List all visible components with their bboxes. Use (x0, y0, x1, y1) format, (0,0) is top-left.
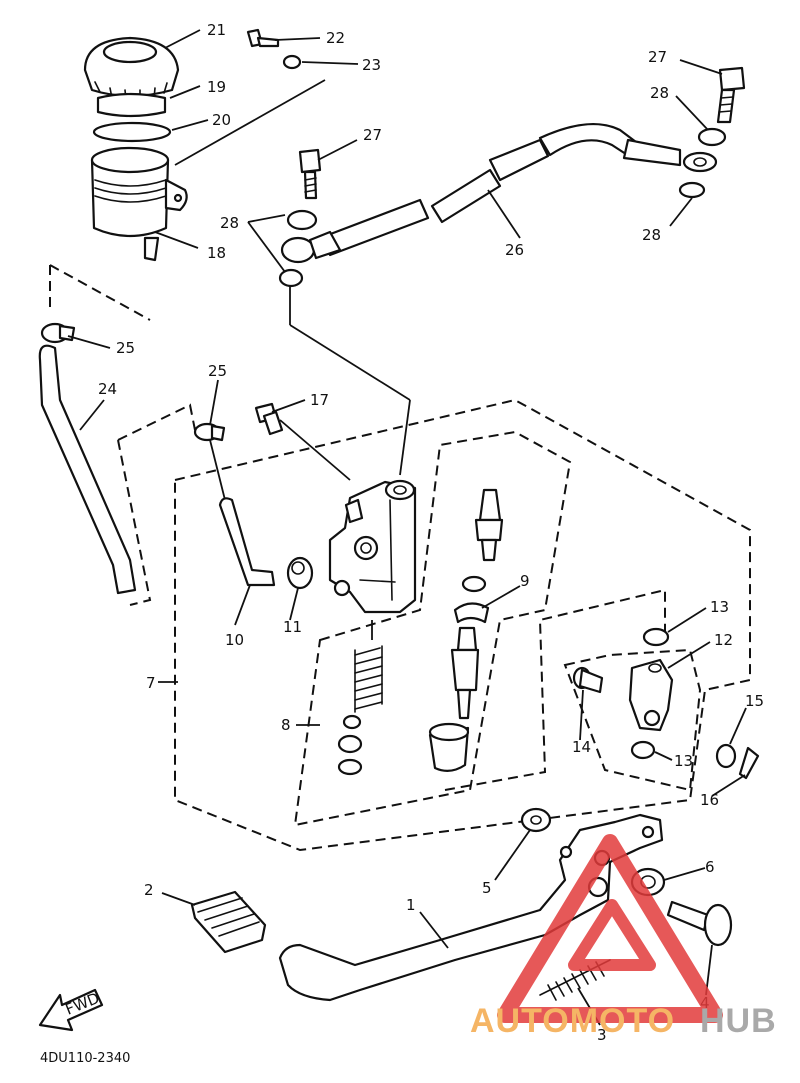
label-25-mid: 25 (208, 362, 227, 380)
label-1: 1 (406, 896, 416, 914)
washer-5 (520, 807, 552, 833)
label-5: 5 (482, 879, 492, 897)
washer-23 (282, 54, 302, 70)
watermark-text-secondary: HUB (700, 1002, 777, 1040)
banjo-bolt-27-right (716, 66, 746, 124)
label-22: 22 (326, 29, 345, 47)
bolt-17 (254, 402, 284, 436)
pedal-rubber-2 (190, 890, 267, 954)
label-23: 23 (362, 56, 381, 74)
washer-28-a (286, 209, 318, 231)
label-6: 6 (705, 858, 715, 876)
banjo-bolt-27-left (298, 148, 322, 200)
label-20: 20 (212, 111, 231, 129)
washer-28-c (697, 127, 727, 147)
pipe-10 (218, 497, 276, 587)
label-2: 2 (144, 881, 154, 899)
label-21: 21 (207, 21, 226, 39)
assembly-outlines (49, 264, 751, 852)
label-14: 14 (572, 738, 591, 756)
collar-13-b (630, 740, 656, 760)
drawing-code: 4DU110-2340 (40, 1051, 130, 1066)
label-19: 19 (207, 78, 226, 96)
label-13-bottom: 13 (674, 752, 693, 770)
washer-15 (715, 743, 737, 769)
label-27-left: 27 (363, 126, 382, 144)
piston-upper (474, 488, 504, 562)
label-27-right: 27 (648, 48, 667, 66)
clamp-25-b (193, 422, 226, 442)
triangle-icon (497, 834, 723, 1023)
seal-8-b (337, 734, 363, 754)
seal-9-upper (461, 575, 487, 593)
fwd-arrow: FWD (38, 988, 104, 1032)
label-17: 17 (310, 391, 329, 409)
seal-8-a (342, 714, 362, 730)
label-15: 15 (745, 692, 764, 710)
circlip-9 (453, 602, 490, 624)
label-26: 26 (505, 241, 524, 259)
label-11: 11 (283, 618, 302, 636)
bracket-12 (628, 658, 674, 732)
washer-28-d (678, 181, 706, 199)
washer-28-b (278, 268, 304, 288)
seal-8-c (337, 758, 363, 776)
pivot-bolt-4 (666, 900, 733, 947)
piston-lower (450, 626, 480, 720)
hose-26 (280, 122, 718, 264)
label-25-left: 25 (116, 339, 135, 357)
callout-leaders (67, 29, 747, 1026)
connection-lines (174, 79, 411, 640)
label-10: 10 (225, 631, 244, 649)
watermark-text-primary: AUTOMOTO (470, 1002, 675, 1040)
hose-24 (38, 344, 137, 595)
label-28-left: 28 (220, 214, 239, 232)
spring-8 (354, 645, 383, 713)
label-3: 3 (597, 1026, 607, 1044)
reservoir-assembly (83, 36, 188, 262)
watermark-logo (497, 834, 723, 1023)
label-24: 24 (98, 380, 117, 398)
screw-22 (246, 28, 280, 48)
label-16: 16 (700, 791, 719, 809)
label-28-right-bottom: 28 (642, 226, 661, 244)
label-28-right-top: 28 (650, 84, 669, 102)
label-18: 18 (207, 244, 226, 262)
pin-14 (572, 666, 604, 694)
part-number-labels: 21 22 23 19 20 18 27 28 27 28 28 26 25 2… (98, 21, 764, 1044)
cotter-pin-16 (738, 746, 760, 780)
label-9: 9 (520, 572, 530, 590)
label-8: 8 (281, 716, 291, 734)
grommet-11 (286, 556, 314, 590)
master-cylinder (328, 479, 417, 614)
label-12: 12 (714, 631, 733, 649)
clamp-25-a (40, 322, 76, 344)
label-7: 7 (146, 674, 156, 692)
collar-13-a (642, 627, 670, 647)
label-13-top: 13 (710, 598, 729, 616)
cup-8 (428, 722, 470, 772)
